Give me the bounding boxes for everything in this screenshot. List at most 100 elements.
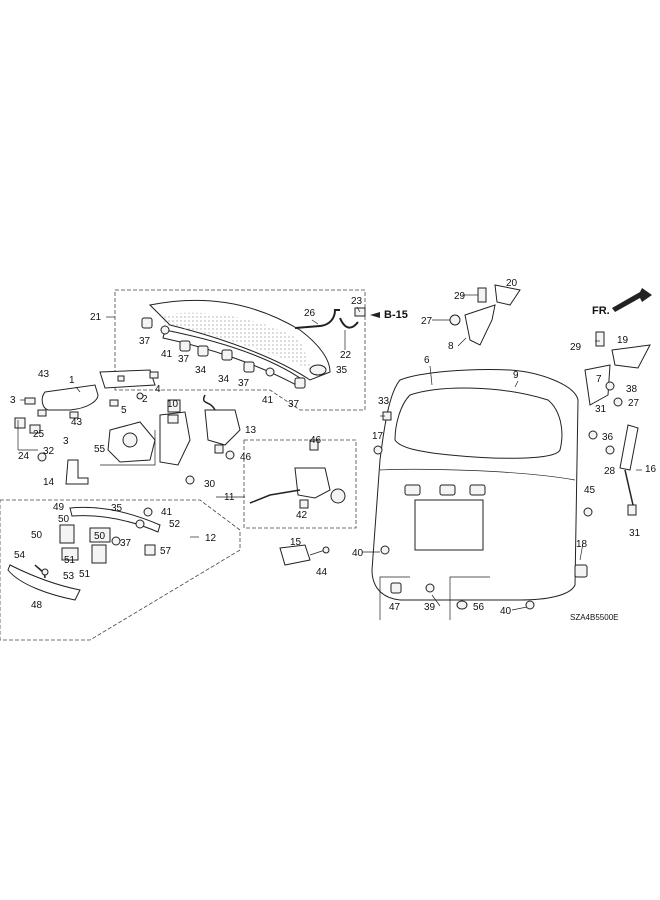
callout: 34 [218,374,230,385]
callout: 20 [506,278,518,289]
callout: 56 [473,602,485,613]
callout: 7 [596,374,602,385]
callout: 33 [378,396,390,407]
callout-labels: 1 2 3 3 4 5 6 7 8 9 10 11 12 13 14 15 16… [10,278,657,617]
callout: 26 [304,308,316,319]
callout: 43 [38,369,50,380]
callout: 41 [161,349,173,360]
lock-actuator [203,394,241,460]
callout: 38 [626,384,638,395]
callout: 22 [340,350,352,361]
callout: 17 [372,431,384,442]
rod-group-box [243,439,357,529]
callout: 37 [288,399,300,410]
callout: 37 [120,538,132,549]
callout: 34 [195,365,207,376]
callout: 46 [240,452,252,463]
callout: 31 [629,528,641,539]
callout: 19 [617,335,629,346]
hinge-right [584,331,651,407]
callout: 48 [31,600,43,611]
callout: 27 [628,398,640,409]
cap-56-icon [456,600,468,610]
callout: 27 [421,316,433,327]
garnish-parts [7,506,161,601]
callout: 12 [205,533,217,544]
hinge-left [449,284,521,346]
callout: 15 [290,537,302,548]
rod-latch-assembly [249,439,346,509]
callout: 8 [448,341,454,352]
callout: 37 [139,336,151,347]
callout: 41 [262,395,274,406]
callout: 43 [71,417,83,428]
callout: 18 [576,539,588,550]
callout: 23 [351,296,363,307]
diagram-code: SZA4B5500E [570,613,618,622]
callout: 10 [167,399,179,410]
callout: 25 [33,429,45,440]
callout: 2 [142,394,148,405]
license-light-assembly [99,369,159,407]
callout: 14 [43,477,55,488]
svg-text:B-15: B-15 [384,309,408,321]
callout: 9 [513,370,519,381]
callout: 5 [121,405,127,416]
callout: 37 [178,354,190,365]
callout: 41 [161,507,173,518]
callout: 31 [595,404,607,415]
switch-15-44 [279,544,330,566]
callout: 21 [90,312,102,323]
callout: 55 [94,444,106,455]
callout: 30 [204,479,216,490]
callout: 49 [53,502,65,513]
callout: 28 [604,466,616,477]
section-reference: B-15 [370,309,408,321]
callout: 42 [296,510,308,521]
rear-spoiler [148,299,331,387]
callout: 13 [245,425,257,436]
fasteners [373,411,615,610]
callout: 29 [570,342,582,353]
callout: 29 [454,291,466,302]
handle-switch-assembly [14,384,99,434]
callout: 51 [79,569,91,580]
callout: 50 [31,530,43,541]
callout: 50 [58,514,70,525]
callout: 54 [14,550,26,561]
tailgate-panel [371,368,579,601]
spoiler-group-box [114,289,366,411]
callout: 45 [584,485,596,496]
callout: 32 [43,446,55,457]
callout: 4 [155,384,161,395]
bracket-14 [37,452,89,485]
callout: 50 [94,531,106,542]
latch-assembly [100,399,195,485]
gas-strut [619,424,639,516]
svg-text:FR.: FR. [592,305,610,317]
callout: 46 [310,435,322,446]
box-56 [449,576,490,620]
garnish-group-box [0,499,241,641]
callout: 51 [64,555,76,566]
callout: 53 [63,571,75,582]
callout: 3 [63,436,69,447]
callout: 47 [389,602,401,613]
callout: 40 [352,548,364,559]
callout: 35 [111,503,123,514]
callout: 24 [18,451,30,462]
callout: 37 [238,378,250,389]
callout: 36 [602,432,614,443]
leader-lines [17,294,642,611]
box-47 [379,576,410,620]
front-direction-arrow: FR. [592,288,652,317]
callout: 52 [169,519,181,530]
callout: 44 [316,567,328,578]
callout: 3 [10,395,16,406]
callout: 6 [424,355,430,366]
callout: 39 [424,602,436,613]
callout: 57 [160,546,172,557]
spoiler-pad-icons [141,317,327,389]
callout: 11 [224,492,235,503]
